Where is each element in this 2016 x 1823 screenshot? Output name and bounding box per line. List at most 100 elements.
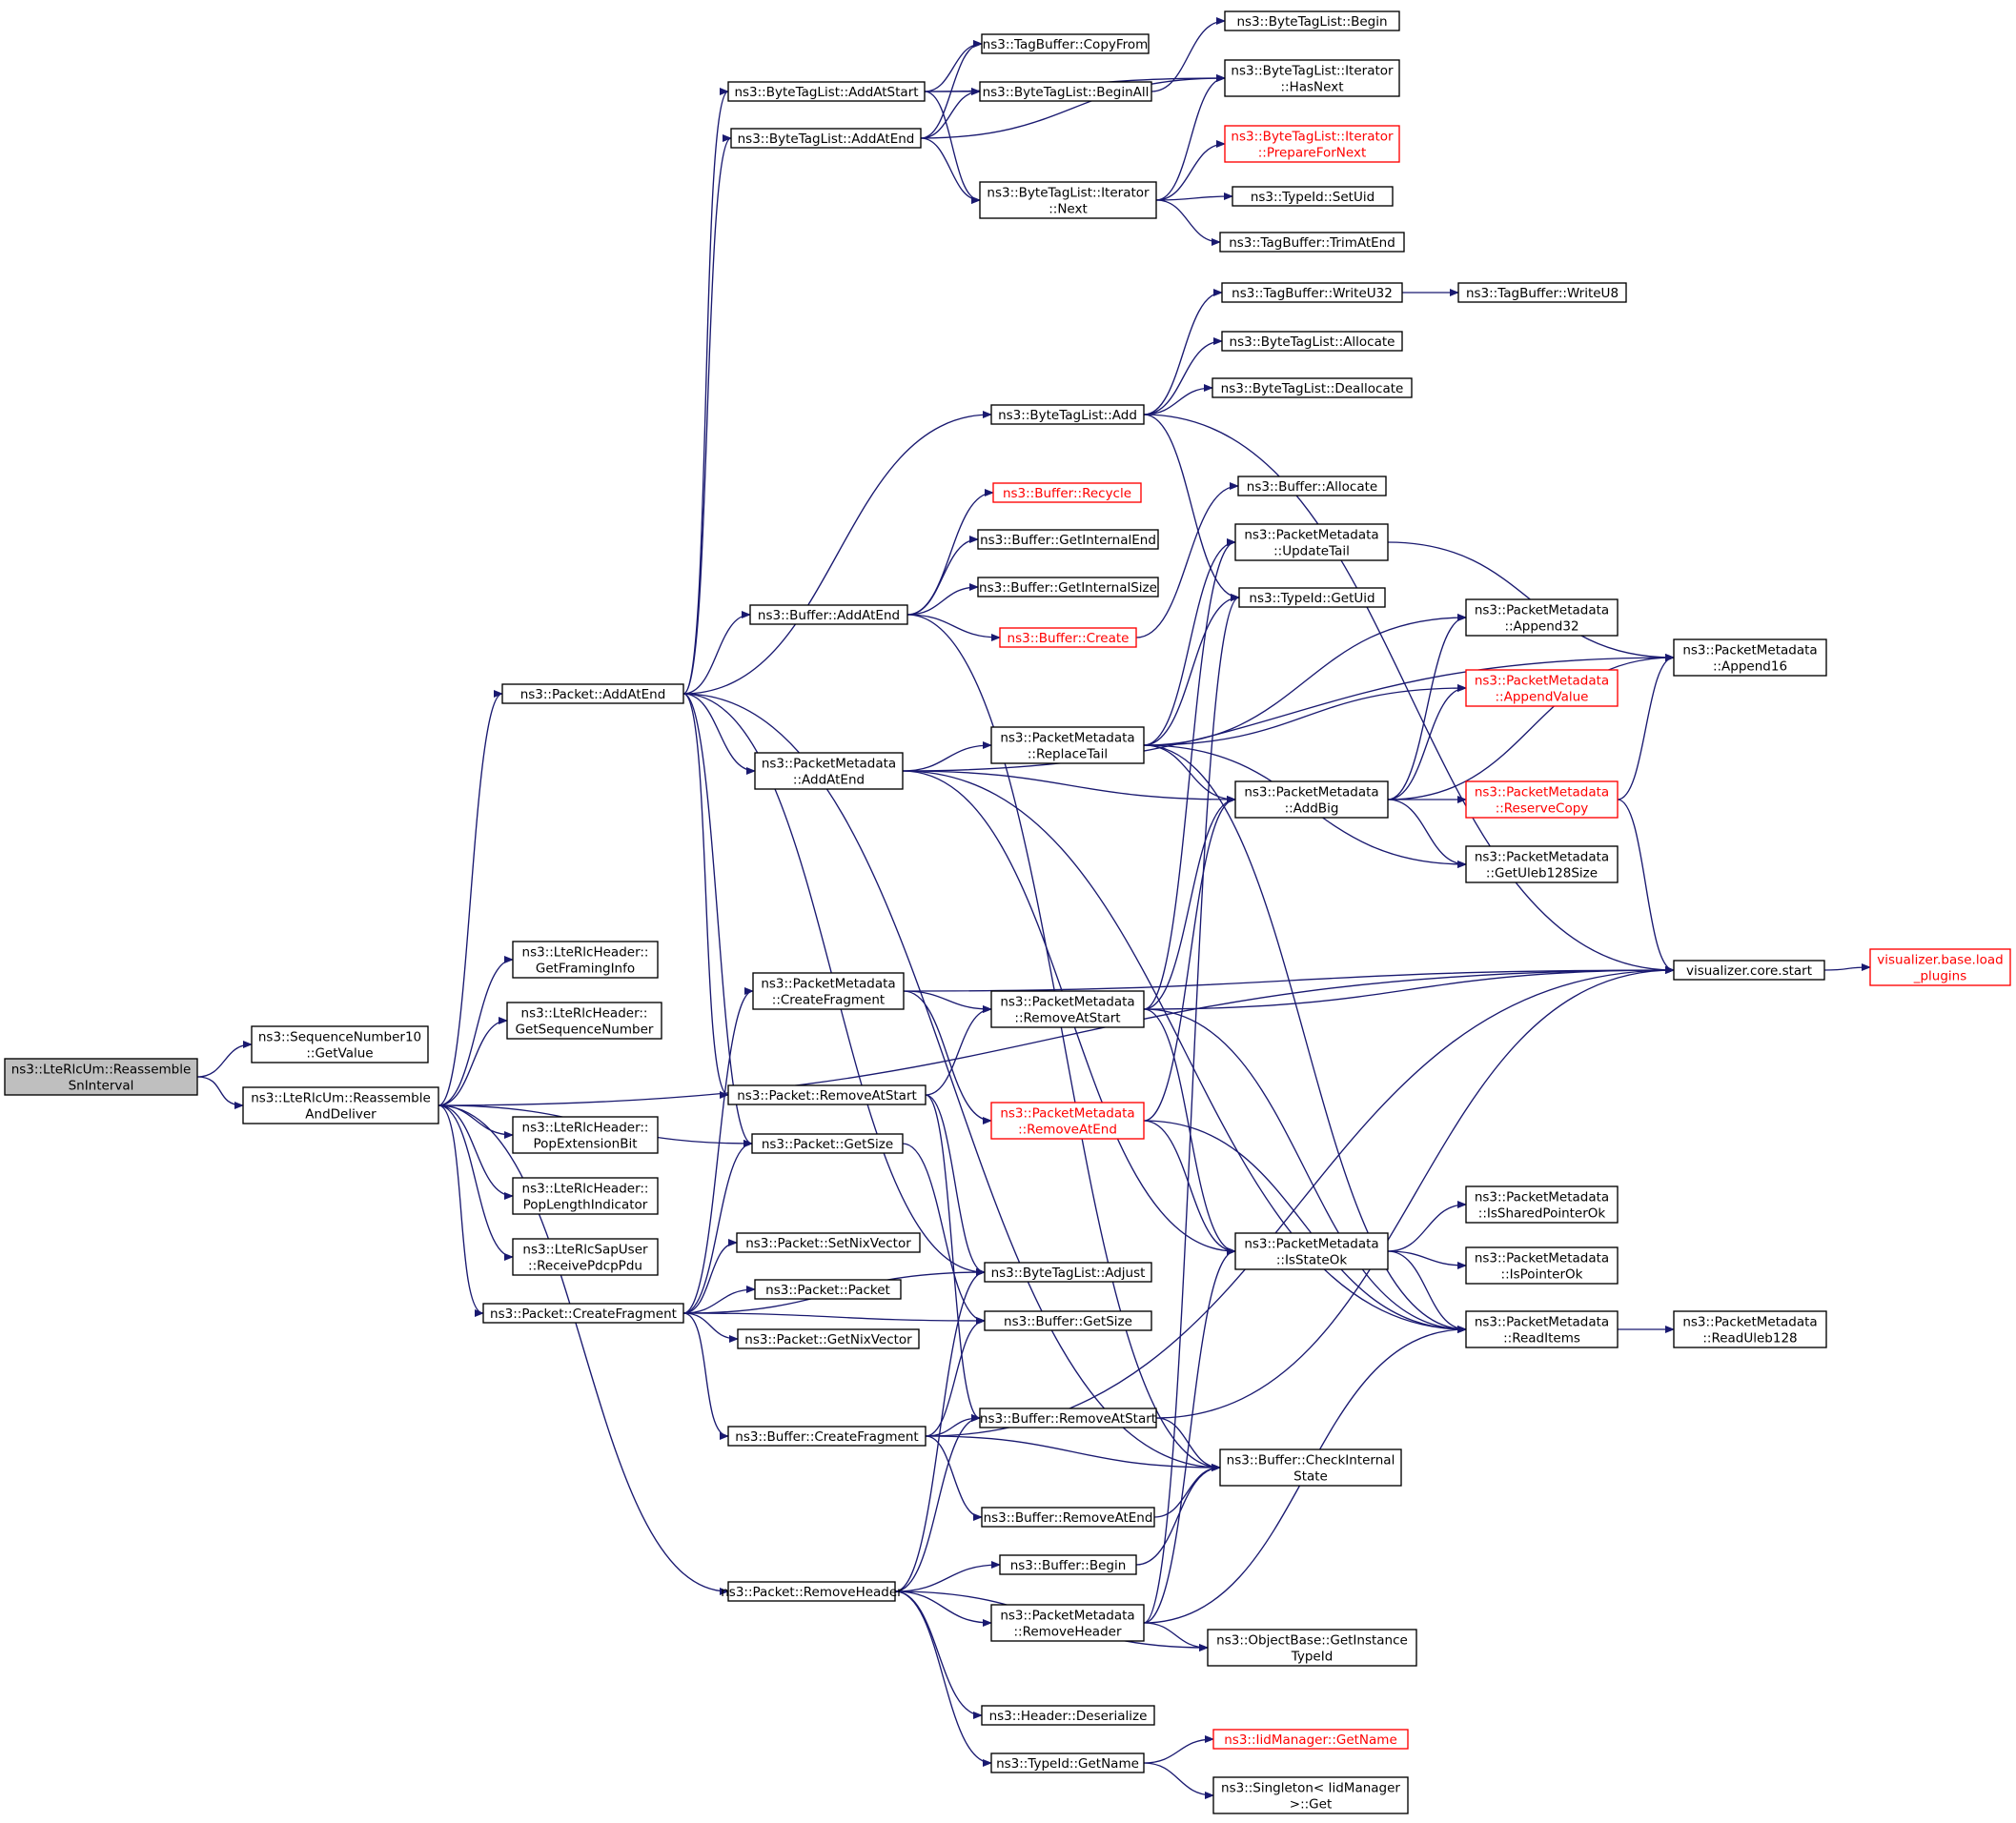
node-pmgu[interactable]: ns3::PacketMetadata::GetUleb128Size xyxy=(1465,845,1619,883)
node-pmcf[interactable]: ns3::PacketMetadata::CreateFragment xyxy=(752,972,905,1010)
node-label: ns3::TagBuffer::TrimAtEnd xyxy=(1229,235,1395,251)
node-plen[interactable]: ns3::LteRlcHeader::PopLengthIndicator xyxy=(512,1177,659,1215)
node-box xyxy=(990,1752,1145,1773)
node-pext[interactable]: ns3::LteRlcHeader::PopExtensionBit xyxy=(512,1116,659,1154)
node-box xyxy=(1212,377,1413,398)
node-sig[interactable]: ns3::Singleton< IidManager>::Get xyxy=(1212,1776,1409,1814)
node-tbtae[interactable]: ns3::TagBuffer::TrimAtEnd xyxy=(1219,232,1405,253)
node-bufalloc[interactable]: ns3::Buffer::Allocate xyxy=(1237,476,1387,496)
node-pmaae[interactable]: ns3::PacketMetadata::AddAtEnd xyxy=(754,752,904,790)
edge-btlba-to-btlb xyxy=(1151,17,1226,92)
node-label: ns3::Packet::GetSize xyxy=(762,1137,893,1152)
node-label: visualizer.core.start xyxy=(1686,963,1812,979)
edge-btlaae-to-tbcf xyxy=(920,40,983,139)
node-btlaas[interactable]: ns3::ByteTagList::AddAtStart xyxy=(727,81,926,102)
node-bb[interactable]: ns3::Buffer::Begin xyxy=(999,1554,1137,1575)
node-pmipo[interactable]: ns3::PacketMetadata::IsPointerOk xyxy=(1465,1246,1619,1285)
node-vcs[interactable]: visualizer.core.start xyxy=(1673,960,1825,981)
node-box xyxy=(990,990,1145,1028)
node-box xyxy=(990,726,1145,764)
node-pma32[interactable]: ns3::PacketMetadata::Append32 xyxy=(1465,598,1619,637)
node-btladj[interactable]: ns3::ByteTagList::Adjust xyxy=(984,1262,1152,1283)
node-pgnv[interactable]: ns3::Packet::GetNixVector xyxy=(737,1328,920,1349)
node-label: ns3::Buffer::GetSize xyxy=(1004,1314,1132,1329)
node-btladd[interactable]: ns3::ByteTagList::Add xyxy=(990,404,1145,425)
node-box xyxy=(1673,960,1825,981)
node-pmri[interactable]: ns3::PacketMetadata::ReadItems xyxy=(1465,1310,1619,1348)
node-tbw32[interactable]: ns3::TagBuffer::WriteU32 xyxy=(1221,282,1403,303)
node-bufgis[interactable]: ns3::Buffer::GetInternalSize xyxy=(977,577,1159,598)
node-pmav[interactable]: ns3::PacketMetadata::AppendValue xyxy=(1465,669,1619,707)
node-btlb[interactable]: ns3::ByteTagList::Begin xyxy=(1224,10,1400,31)
node-iternext[interactable]: ns3::ByteTagList::Iterator::Next xyxy=(979,181,1157,219)
edge-paae-to-pras xyxy=(682,693,729,1099)
node-sn10[interactable]: ns3::SequenceNumber10::GetValue xyxy=(251,1025,429,1063)
node-bcf[interactable]: ns3::Buffer::CreateFragment xyxy=(727,1426,927,1447)
node-bufgie[interactable]: ns3::Buffer::GetInternalEnd xyxy=(977,529,1159,550)
node-pgs[interactable]: ns3::Packet::GetSize xyxy=(751,1133,904,1154)
node-brae[interactable]: ns3::Buffer::RemoveAtEnd xyxy=(981,1507,1155,1528)
edge-pmiso-to-pmri xyxy=(1387,1250,1467,1333)
node-label: ::AddBig xyxy=(1285,801,1339,817)
node-box xyxy=(984,1262,1152,1283)
node-label: ns3::PacketMetadata xyxy=(1000,731,1134,746)
node-paae[interactable]: ns3::Packet::AddAtEnd xyxy=(501,683,684,704)
edge-bufaae-to-bufgis xyxy=(906,583,979,616)
node-gsn[interactable]: ns3::LteRlcHeader::GetSequenceNumber xyxy=(506,1002,662,1040)
node-btlaae[interactable]: ns3::ByteTagList::AddAtEnd xyxy=(730,128,922,149)
node-box xyxy=(4,1058,198,1096)
node-iterpfn[interactable]: ns3::ByteTagList::Iterator::PrepareForNe… xyxy=(1224,125,1400,163)
node-label: ns3::PacketMetadata xyxy=(1682,643,1817,658)
node-pmut[interactable]: ns3::PacketMetadata::UpdateTail xyxy=(1234,523,1389,561)
node-label: ns3::ByteTagList::Allocate xyxy=(1230,334,1395,350)
node-hd[interactable]: ns3::Header::Deserialize xyxy=(981,1705,1155,1726)
node-vblp[interactable]: visualizer.base.load_plugins xyxy=(1869,948,2011,986)
node-label: GetSequenceNumber xyxy=(516,1023,654,1038)
node-box xyxy=(512,1177,659,1215)
node-label: ns3::ByteTagList::Add xyxy=(998,408,1137,423)
node-bufcreate[interactable]: ns3::Buffer::Create xyxy=(999,627,1137,648)
node-psnv[interactable]: ns3::Packet::SetNixVector xyxy=(736,1232,921,1253)
node-pp[interactable]: ns3::Packet::Packet xyxy=(754,1279,902,1300)
node-bras[interactable]: ns3::Buffer::RemoveAtStart xyxy=(979,1408,1157,1428)
node-pma16[interactable]: ns3::PacketMetadata::Append16 xyxy=(1673,638,1827,677)
node-tigu[interactable]: ns3::TypeId::GetUid xyxy=(1238,587,1386,608)
node-pmiso[interactable]: ns3::PacketMetadata::IsStateOk xyxy=(1234,1232,1389,1270)
node-iimgn[interactable]: ns3::IidManager::GetName xyxy=(1212,1729,1409,1750)
node-pmrae[interactable]: ns3::PacketMetadata::RemoveAtEnd xyxy=(990,1102,1145,1140)
node-fi[interactable]: ns3::LteRlcHeader::GetFramingInfo xyxy=(512,941,659,979)
node-bufaae[interactable]: ns3::Buffer::AddAtEnd xyxy=(749,604,908,625)
node-bgs[interactable]: ns3::Buffer::GetSize xyxy=(984,1310,1152,1331)
node-pmrc[interactable]: ns3::PacketMetadata::ReserveCopy xyxy=(1465,780,1619,819)
node-pmab[interactable]: ns3::PacketMetadata::AddBig xyxy=(1234,780,1389,819)
node-rpp[interactable]: ns3::LteRlcSapUser::ReceivePdcpPdu xyxy=(512,1238,659,1276)
node-bufrec[interactable]: ns3::Buffer::Recycle xyxy=(992,482,1142,503)
node-label: ns3::ByteTagList::AddAtStart xyxy=(734,85,918,100)
node-pmrt[interactable]: ns3::PacketMetadata::ReplaceTail xyxy=(990,726,1145,764)
node-label: ns3::PacketMetadata xyxy=(1244,528,1378,543)
node-iterhn[interactable]: ns3::ByteTagList::Iterator::HasNext xyxy=(1224,59,1400,97)
node-tign[interactable]: ns3::TypeId::GetName xyxy=(990,1752,1145,1773)
node-btlba[interactable]: ns3::ByteTagList::BeginAll xyxy=(979,81,1152,102)
node-pmras[interactable]: ns3::PacketMetadata::RemoveAtStart xyxy=(990,990,1145,1028)
node-tisu[interactable]: ns3::TypeId::SetUid xyxy=(1232,186,1394,207)
edge-pgs-to-bgs xyxy=(902,1143,986,1325)
node-label: ::Append16 xyxy=(1713,659,1787,675)
node-btlalloc[interactable]: ns3::ByteTagList::Allocate xyxy=(1221,331,1403,352)
node-prh[interactable]: ns3::Packet::RemoveHeader xyxy=(721,1581,903,1602)
node-pmrh[interactable]: ns3::PacketMetadata::RemoveHeader xyxy=(990,1604,1145,1642)
node-pras[interactable]: ns3::Packet::RemoveAtStart xyxy=(727,1084,927,1105)
node-tbw8[interactable]: ns3::TagBuffer::WriteU8 xyxy=(1457,282,1627,303)
node-tbcf[interactable]: ns3::TagBuffer::CopyFrom xyxy=(981,33,1150,54)
edge-btlaae-to-btlba xyxy=(920,88,981,139)
node-pmru[interactable]: ns3::PacketMetadata::ReadUleb128 xyxy=(1673,1310,1827,1348)
edge-iternext-to-iterpfn xyxy=(1155,140,1226,201)
node-pmispo[interactable]: ns3::PacketMetadata::IsSharedPointerOk xyxy=(1465,1185,1619,1224)
node-pcf[interactable]: ns3::Packet::CreateFragment xyxy=(482,1303,684,1324)
edge-paae-to-btladd xyxy=(682,411,992,695)
node-btldealloc[interactable]: ns3::ByteTagList::Deallocate xyxy=(1212,377,1413,398)
